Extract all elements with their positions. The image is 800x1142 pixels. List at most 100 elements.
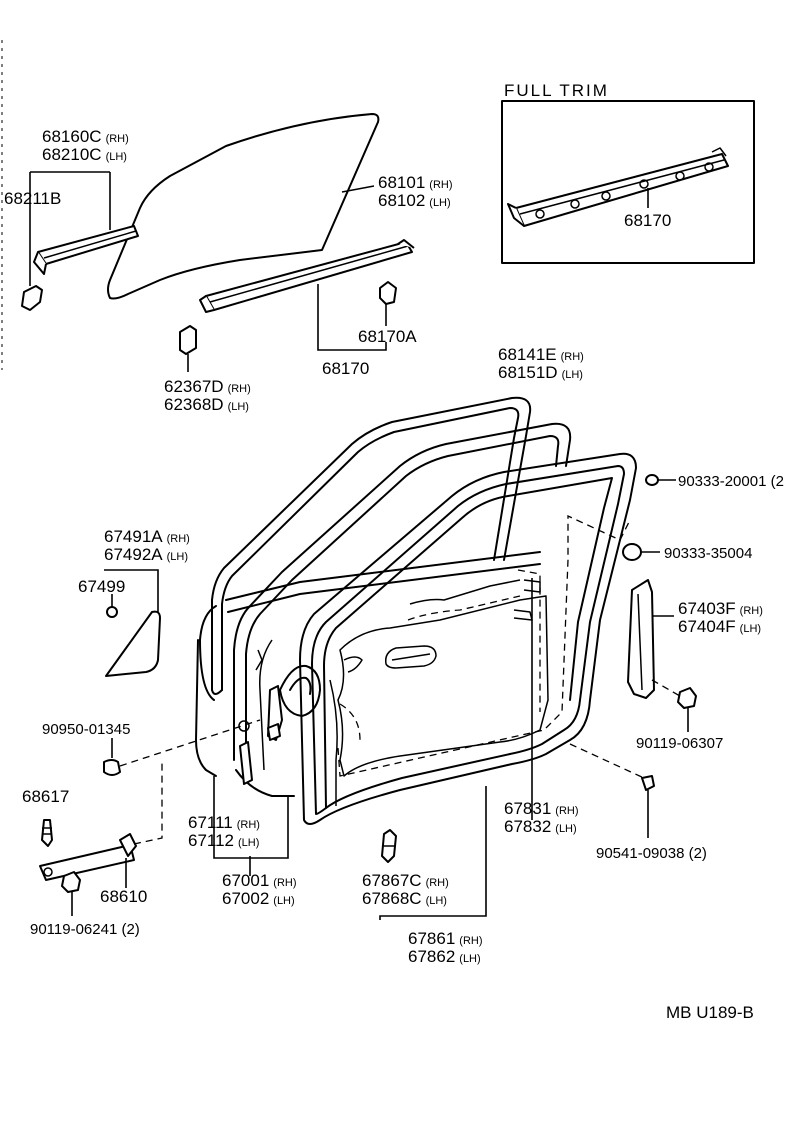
door-opening-weatherstrip-67861 xyxy=(299,452,637,825)
label-67002: 67002 (LH) xyxy=(222,889,295,908)
label-62367d: 62367D(RH) xyxy=(164,377,251,396)
label-67001: 67001 (RH) xyxy=(222,871,297,890)
part-number: 68617 xyxy=(22,787,69,806)
svg-text:90950-01345: 90950-01345 xyxy=(42,721,130,738)
plug-90333-20001 xyxy=(645,474,676,486)
part-number: 68170A xyxy=(358,327,417,346)
bracket-62367d xyxy=(179,325,197,372)
part-number: 67867C xyxy=(362,871,422,890)
part-side: (LH) xyxy=(273,895,294,907)
svg-text:68170A: 68170A xyxy=(358,327,417,346)
part-side: (LH) xyxy=(228,401,249,413)
label-67861: 67861(RH) xyxy=(408,929,483,948)
label-68151d: 68151D(LH) xyxy=(498,363,583,382)
label-68210c: 68210C (LH) xyxy=(42,145,127,164)
svg-text:67404F(LH): 67404F (LH) xyxy=(678,617,761,636)
part-side: (RH) xyxy=(426,877,449,889)
part-side: (LH) xyxy=(167,551,188,563)
inset-title: FULL TRIM xyxy=(504,81,609,100)
svg-text:90119-06307: 90119-06307 xyxy=(636,735,723,752)
part-number: 67403F xyxy=(678,599,736,618)
clip-68170a xyxy=(379,281,397,326)
part-number: 68170 xyxy=(624,211,671,230)
part-number: 67499 xyxy=(78,577,125,596)
svg-text:68617: 68617 xyxy=(22,787,69,806)
label-67499: 67499 xyxy=(78,577,125,596)
svg-text:68170: 68170 xyxy=(322,359,369,378)
label-68101: 68101(RH) xyxy=(378,173,453,192)
part-side: (LH) xyxy=(106,151,127,163)
part-number: 67002 xyxy=(222,889,269,908)
svg-text:67491A(RH): 67491A(RH) xyxy=(104,527,190,546)
part-number: 67861 xyxy=(408,929,455,948)
svg-text:67492A(LH): 67492A(LH) xyxy=(104,545,188,564)
part-number: 68141E xyxy=(498,345,557,364)
label-90333-20001: 90333-20001 (2 xyxy=(678,473,784,490)
bolt-67867c xyxy=(381,829,397,863)
part-number: 67111 xyxy=(188,813,233,832)
part-side: (LH) xyxy=(238,837,259,849)
outer-weatherstrip-clip-68211b xyxy=(21,171,110,311)
part-number: 68151D xyxy=(498,363,558,382)
door-glass xyxy=(107,113,380,300)
part-number: 67404F xyxy=(678,617,736,636)
svg-text:68141E(RH): 68141E (RH) xyxy=(498,345,584,364)
part-number: 68210C xyxy=(42,145,102,164)
svg-text:68151D(LH): 68151D(LH) xyxy=(498,363,583,382)
part-side: (LH) xyxy=(459,953,480,965)
svg-text:68102(LH): 68102(LH) xyxy=(378,191,451,210)
label-90541-09038: 90541-09038 (2) xyxy=(596,845,707,862)
part-side: (LH) xyxy=(740,623,761,635)
lead-68170 xyxy=(317,284,387,351)
label-68211b: 68211B xyxy=(4,189,61,208)
svg-text:90333-20001 (2: 90333-20001 (2 xyxy=(678,473,784,490)
part-number: 68211B xyxy=(4,189,61,208)
svg-text:67867C(RH): 67867C (RH) xyxy=(362,871,449,890)
part-side: (RH) xyxy=(167,533,190,545)
label-67112: 67112 (LH) xyxy=(188,831,259,850)
svg-text:68170: 68170 xyxy=(624,211,671,230)
svg-text:67002(LH): 67002 (LH) xyxy=(222,889,295,908)
svg-text:67001(RH): 67001 (RH) xyxy=(222,871,297,890)
svg-text:67499: 67499 xyxy=(78,577,125,596)
part-number: 62368D xyxy=(164,395,224,414)
label-67867c: 67867C (RH) xyxy=(362,871,449,890)
svg-text:67862(LH): 67862 (LH) xyxy=(408,947,481,966)
label-67404f: 67404F (LH) xyxy=(678,617,761,636)
part-number: 67001 xyxy=(222,871,269,890)
lead-67861 xyxy=(379,786,487,920)
part-side: (RH) xyxy=(555,805,578,817)
bolt-90119-06307 xyxy=(651,679,697,732)
door-inner-panel xyxy=(337,514,631,820)
part-number: 68102 xyxy=(378,191,425,210)
part-number: 67112 xyxy=(188,831,234,850)
label-68610: 68610 xyxy=(100,887,147,906)
svg-text:68101(RH): 68101(RH) xyxy=(378,173,453,192)
label-68102: 68102(LH) xyxy=(378,191,451,210)
svg-text:62367D(RH): 62367D(RH) xyxy=(164,377,251,396)
part-number: 90333-20001 (2 xyxy=(678,473,784,490)
label-67832: 67832(LH) xyxy=(504,817,577,836)
part-number: 90333-35004 xyxy=(664,545,752,562)
label-68141e: 68141E (RH) xyxy=(498,345,584,364)
label-68170: 68170 xyxy=(322,359,369,378)
inner-weatherstrip-68170 xyxy=(199,239,415,313)
svg-text:68610: 68610 xyxy=(100,887,147,906)
svg-text:90333-35004: 90333-35004 xyxy=(664,545,752,562)
label-68617: 68617 xyxy=(22,787,69,806)
part-number: 67868C xyxy=(362,889,422,908)
screw-67499 xyxy=(106,594,118,618)
label-68160c: 68160C(RH) xyxy=(42,127,129,146)
svg-text:67868C(LH): 67868C (LH) xyxy=(362,889,447,908)
part-side: (RH) xyxy=(273,877,296,889)
part-side: (LH) xyxy=(426,895,447,907)
label-90950-01345: 90950-01345 xyxy=(42,721,130,738)
svg-text:90541-09038 (2): 90541-09038 (2) xyxy=(596,845,707,862)
label-67831: 67831 (RH) xyxy=(504,799,579,818)
part-side: (RH) xyxy=(561,351,584,363)
part-number: 67862 xyxy=(408,947,455,966)
svg-text:68160C(RH): 68160C(RH) xyxy=(42,127,129,146)
part-number: 67831 xyxy=(504,799,551,818)
part-side: (RH) xyxy=(429,179,452,191)
part-number: 90119-06241 (2) xyxy=(30,921,140,938)
